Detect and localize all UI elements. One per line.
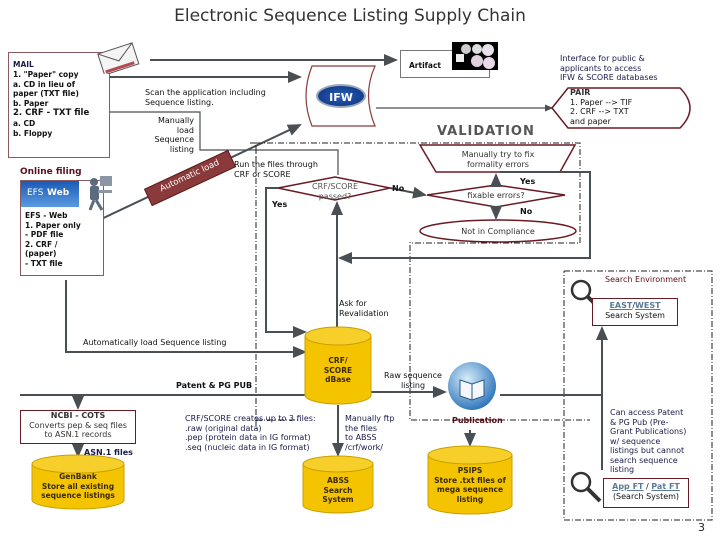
pair-box: PAIR 1. Paper --> TIF 2. CRF --> TXT and… <box>570 88 633 126</box>
online-filing-heading: Online filing <box>20 167 82 177</box>
crf-files-label: CRF/SCORE creates up to 3 files: .raw (o… <box>185 414 316 452</box>
not-compliance-shape <box>419 219 577 243</box>
user-at-computer-icon <box>84 172 114 212</box>
manual-fix-label: Manually try to fix formality errors <box>461 150 535 169</box>
fix-no-label: No <box>520 207 533 216</box>
abss-label: ABSS Search System <box>322 476 354 504</box>
ncbi-box: NCBI - COTS Converts pep & seq files to … <box>20 410 136 444</box>
page-title: Electronic Sequence Listing Supply Chain <box>174 6 526 26</box>
appft-box: App FT / Pat FT (Search System) <box>603 478 689 508</box>
search-env-boundary <box>563 270 713 521</box>
ftp-label: Manually ftp the files to ABSS /crf/work… <box>345 414 395 452</box>
magnifier-icon <box>568 470 604 506</box>
east-west-box: EAST/WEST Search System <box>592 298 678 326</box>
line-manual-load <box>104 111 339 175</box>
abss-cylinder <box>302 455 374 514</box>
online-items: EFS - Web 1. Paper only - PDF file 2. CR… <box>25 211 81 268</box>
globe-book-icon <box>448 362 496 410</box>
crf-dbase-cylinder <box>304 326 372 405</box>
interface-label: Interface for public & applicants to acc… <box>560 54 658 82</box>
raw-seq-label: Raw sequence listing <box>384 371 442 390</box>
line-fix-loop <box>338 171 591 264</box>
search-system-label: Search System <box>605 310 665 320</box>
line-auto-load <box>65 280 307 358</box>
appft-system-label: (Search System) <box>612 491 680 501</box>
automatic-load-tag <box>143 149 237 207</box>
access-note: Can access Patent & PG Pub (Pre- Grant P… <box>610 408 687 474</box>
decision-fixable: fixable errors? <box>467 191 525 200</box>
patent-pgpub-label: Patent & PG PUB <box>176 381 253 390</box>
west-link[interactable]: WEST <box>635 301 661 310</box>
scan-label: Scan the application including Sequence … <box>145 88 266 107</box>
asn-label: ASN.1 files <box>84 448 133 457</box>
not-compliance-label: Not in Compliance <box>461 227 535 236</box>
line-yes-db <box>265 187 307 338</box>
pair-shape <box>551 87 691 129</box>
fix-yes-label: Yes <box>520 177 536 186</box>
page-number: 3 <box>698 521 705 534</box>
manual-load-label: Manually load Sequence listing <box>154 116 194 154</box>
genbank-cylinder <box>31 454 125 510</box>
yes-label: Yes <box>272 200 288 209</box>
crf-dbase-label: CRF/ SCORE dBase <box>323 356 353 384</box>
publication-label: Publication <box>452 416 503 425</box>
mail-box: MAIL 1. "Paper" copy a. CD in lieu of pa… <box>8 52 110 158</box>
envelope-icon <box>96 42 140 76</box>
genbank-label: GenBank Store all existing sequence list… <box>41 472 115 500</box>
psips-cylinder <box>427 445 513 515</box>
auto-load-seq-label: Automatically load Sequence listing <box>83 338 227 347</box>
app-ft-link[interactable]: App FT <box>612 482 644 491</box>
disc-collection-icon <box>452 42 498 70</box>
ifw-logo: IFW <box>316 84 366 108</box>
decision-passed-shape <box>277 176 391 201</box>
search-env-title: Search Environment <box>605 275 687 284</box>
validation-boundary <box>256 142 581 244</box>
validation-label: VALIDATION <box>437 124 535 139</box>
no-label: No <box>392 184 405 193</box>
arrow-no-fixable <box>389 186 427 199</box>
psips-label: PSIPS Store .txt files of mega sequence … <box>434 466 506 504</box>
run-files-label: Run the files through CRF or SCORE <box>234 160 318 179</box>
pat-ft-link[interactable]: Pat FT <box>651 482 680 491</box>
decision-passed: CRF/SCORE passed? <box>311 182 358 201</box>
ask-revalidation-label: Ask for Revalidation <box>339 299 389 318</box>
mail-heading: MAIL <box>13 60 34 69</box>
mail-items: 1. "Paper" copy a. CD in lieu of paper (… <box>13 70 90 138</box>
east-link[interactable]: EAST <box>609 301 633 310</box>
